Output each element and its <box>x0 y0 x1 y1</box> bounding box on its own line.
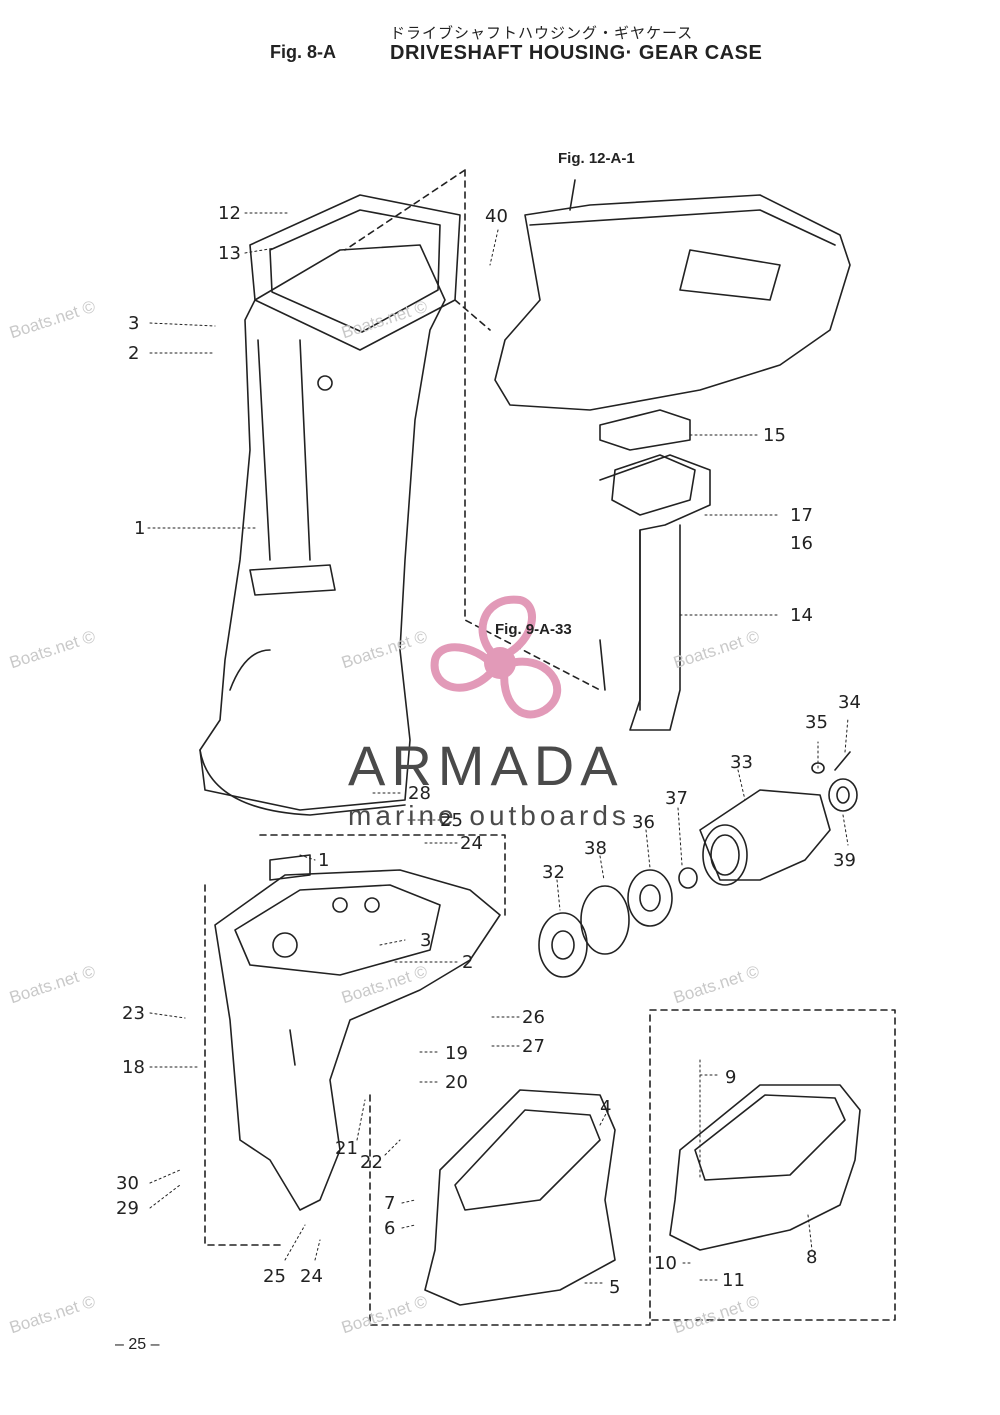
brand-watermark-subtitle: marine outboards <box>348 800 630 831</box>
part-label-2-lower[interactable]: 2 <box>462 952 474 973</box>
part-label-17[interactable]: 17 <box>790 505 813 526</box>
part-label-12[interactable]: 12 <box>218 203 241 224</box>
part-label-8[interactable]: 8 <box>806 1247 818 1268</box>
part-label-18[interactable]: 18 <box>122 1057 145 1078</box>
part-label-14[interactable]: 14 <box>790 605 813 626</box>
part-label-25-bottom[interactable]: 25 <box>263 1266 286 1287</box>
brand-watermark: ARMADA <box>348 734 624 797</box>
part-label-26[interactable]: 26 <box>522 1007 545 1028</box>
fig-ref-9[interactable]: Fig. 9-A-33 <box>495 621 572 638</box>
part-label-19[interactable]: 19 <box>445 1043 468 1064</box>
part-label-22[interactable]: 22 <box>360 1152 383 1173</box>
part-label-38[interactable]: 38 <box>584 838 607 859</box>
part-label-33[interactable]: 33 <box>730 752 753 773</box>
part-label-24-bottom[interactable]: 24 <box>300 1266 323 1287</box>
mount-plate-drawing <box>599 409 691 451</box>
part-label-21[interactable]: 21 <box>335 1138 358 1159</box>
part-label-32[interactable]: 32 <box>542 862 565 883</box>
exhaust-tube-drawing <box>599 454 711 731</box>
part-label-1[interactable]: 1 <box>134 518 146 539</box>
part-label-23[interactable]: 23 <box>122 1003 145 1024</box>
propeller-logo <box>430 595 562 719</box>
part-label-16[interactable]: 16 <box>790 533 813 554</box>
part-label-10[interactable]: 10 <box>654 1253 677 1274</box>
part-label-20[interactable]: 20 <box>445 1072 468 1093</box>
part-label-25[interactable]: 25 <box>440 810 463 831</box>
spacer-case-drawing <box>669 1084 861 1251</box>
part-label-15[interactable]: 15 <box>763 425 786 446</box>
part-label-40[interactable]: 40 <box>485 206 508 227</box>
part-label-11[interactable]: 11 <box>722 1270 745 1291</box>
part-label-39[interactable]: 39 <box>833 850 856 871</box>
part-label-3[interactable]: 3 <box>128 313 140 334</box>
part-label-3-lower[interactable]: 3 <box>420 930 432 951</box>
page-number: – 25 – <box>115 1336 160 1353</box>
fig-ref-12[interactable]: Fig. 12-A-1 <box>558 150 635 167</box>
part-label-29[interactable]: 29 <box>116 1198 139 1219</box>
part-label-4[interactable]: 4 <box>600 1097 612 1118</box>
lower-cowling-drawing <box>424 1089 616 1306</box>
gear-case-drawing <box>214 869 501 1211</box>
part-label-5[interactable]: 5 <box>609 1277 621 1298</box>
motor-cover-drawing <box>494 194 851 411</box>
part-label-34[interactable]: 34 <box>838 692 861 713</box>
part-label-35[interactable]: 35 <box>805 712 828 733</box>
part-label-2[interactable]: 2 <box>128 343 140 364</box>
japanese-title: ドライブシャフトハウジング・ギヤケース <box>390 24 694 42</box>
driveshaft-housing-drawing <box>199 244 446 811</box>
part-label-6[interactable]: 6 <box>384 1218 396 1239</box>
part-label-9[interactable]: 9 <box>725 1067 737 1088</box>
part-label-30[interactable]: 30 <box>116 1173 139 1194</box>
part-label-1-lower[interactable]: 1 <box>318 850 330 871</box>
part-label-37[interactable]: 37 <box>665 788 688 809</box>
figure-code: Fig. 8-A <box>270 42 336 62</box>
part-label-7[interactable]: 7 <box>384 1193 396 1214</box>
part-label-36[interactable]: 36 <box>632 812 655 833</box>
part-label-24[interactable]: 24 <box>460 833 483 854</box>
water-pump-housing-drawing <box>699 789 831 881</box>
part-label-27[interactable]: 27 <box>522 1036 545 1057</box>
page-title: DRIVESHAFT HOUSING· GEAR CASE <box>390 42 763 64</box>
part-label-28[interactable]: 28 <box>408 783 431 804</box>
part-label-13[interactable]: 13 <box>218 243 241 264</box>
